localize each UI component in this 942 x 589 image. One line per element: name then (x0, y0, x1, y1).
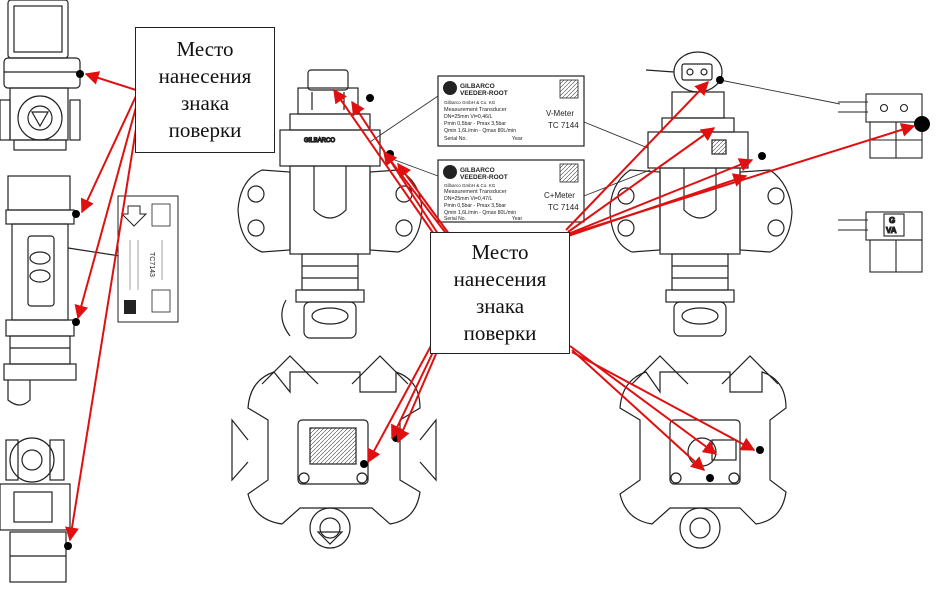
seal-point (914, 116, 930, 132)
arrow-callout2-to-cross-left-b (391, 349, 435, 440)
nameplate-c-spec-2: Pmin 0,5bar - Pmax 3,5bar (444, 203, 506, 209)
center-plate-mark: GILBARCO (304, 138, 335, 144)
seal-point (360, 460, 368, 468)
nameplate-v-spec-1: DN=25mm Vi=0,46/L (444, 114, 492, 120)
arrow-callout2-to-meter-cap (351, 100, 443, 241)
seal-point (756, 446, 764, 454)
left-unit-top (0, 0, 81, 151)
right-meter-assembly (609, 51, 793, 337)
center-meter-assembly: GILBARCO (237, 69, 423, 339)
nameplate-c-name: Measurement Transducer (444, 189, 507, 195)
svg-text:VEEDER-ROOT: VEEDER-ROOT (460, 174, 508, 181)
nameplate-v-brand: GILBARCO (460, 83, 495, 90)
nameplate-v-year: Year (512, 136, 523, 142)
arrow-callout1-to-bottom-unit (65, 103, 141, 542)
nameplate-v-meter: GILBARCO VEEDER-ROOT Gilbarco GmbH & Co.… (437, 75, 585, 147)
nameplate-v-serial: Serial No. (444, 136, 467, 142)
arrow-callout2-to-cross-left-c (396, 353, 437, 444)
svg-text:VEEDER-ROOT: VEEDER-ROOT (460, 90, 508, 97)
arrow-callout2-to-cross-right-b (571, 349, 706, 471)
arrow-callout2-to-meter-plate-2 (397, 162, 453, 239)
nameplate-c-cert: TC 7144 (548, 203, 579, 212)
arrow-callout2-to-cross-right-c (571, 351, 756, 451)
nameplate-c-year: Year (512, 216, 522, 222)
nameplate-v-cert: TC 7144 (548, 121, 579, 130)
nameplate-v-spec-2: Pmin 0,5bar - Pmax 3,5bar (444, 121, 506, 127)
arrow-callout2-to-meter-plate (383, 150, 449, 237)
seal-point (72, 210, 80, 218)
detail-leader-line (719, 79, 841, 105)
arrow-callout2-to-connector (569, 123, 916, 235)
side-plate-model: TC7143 (148, 252, 155, 277)
bottom-left-cross-unit (231, 355, 437, 549)
arrow-callout1-to-middle-unit (80, 95, 137, 214)
nameplate-v-spec-3: Qmin 1,6L/min - Qmax 80L/min (444, 128, 516, 134)
nameplate-v-name: Measurement Transducer (444, 107, 507, 113)
nameplate-v-model: V-Meter (546, 109, 574, 118)
verification-mark-callout-center: Место нанесения знака поверки (430, 232, 570, 354)
connector-label-g: G (889, 216, 895, 225)
arrow-callout2-to-right-body (567, 158, 754, 235)
verification-mark-callout-left: Место нанесения знака поверки (135, 27, 275, 153)
left-unit-bottom (0, 437, 71, 583)
seal-point (716, 76, 724, 84)
nameplate-v-qr-icon (559, 79, 579, 99)
nameplate-c-serial: Serial No. (444, 216, 466, 222)
nameplate-c-spec-3: Qmin 1,6L/min - Qmax 80L/min (444, 210, 516, 216)
nameplate-c-spec-1: DN=25mm Vi=0,47/L (444, 196, 492, 202)
arrow-callout2-to-right-top (565, 80, 709, 231)
connector-label-va: VA (886, 226, 897, 235)
seal-point (706, 474, 714, 482)
seal-point (366, 94, 374, 102)
seal-point (64, 542, 72, 550)
nameplate-c-brand: GILBARCO (460, 167, 495, 174)
arrow-callout2-to-cross-left-a (367, 343, 433, 464)
arrow-callout2-to-meter-top (333, 88, 439, 241)
nameplate-c-model: C+Meter (544, 191, 575, 200)
seal-point (76, 70, 84, 78)
left-unit-middle (3, 175, 121, 406)
nameplate-c-qr-icon (559, 163, 579, 183)
nameplate-c-meter: GILBARCO VEEDER-ROOT Gilbarco GmbH & Co.… (437, 159, 585, 223)
seal-point (758, 152, 766, 160)
arrow-callout1-to-middle-lower (74, 99, 139, 320)
arrow-callout1-to-top-unit (84, 71, 137, 91)
arrow-callout2-to-right-mid (567, 127, 716, 233)
connector-detail-top (838, 93, 923, 159)
nameplate-c-maker: Gilbarco GmbH & Co. KG (444, 183, 496, 188)
connector-detail-bottom: G VA (838, 211, 923, 273)
pointer-arrows (65, 71, 916, 542)
side-nameplate: TC7143 (117, 195, 179, 323)
nameplate-v-maker: Gilbarco GmbH & Co. KG (444, 100, 496, 105)
seal-point (72, 318, 80, 326)
